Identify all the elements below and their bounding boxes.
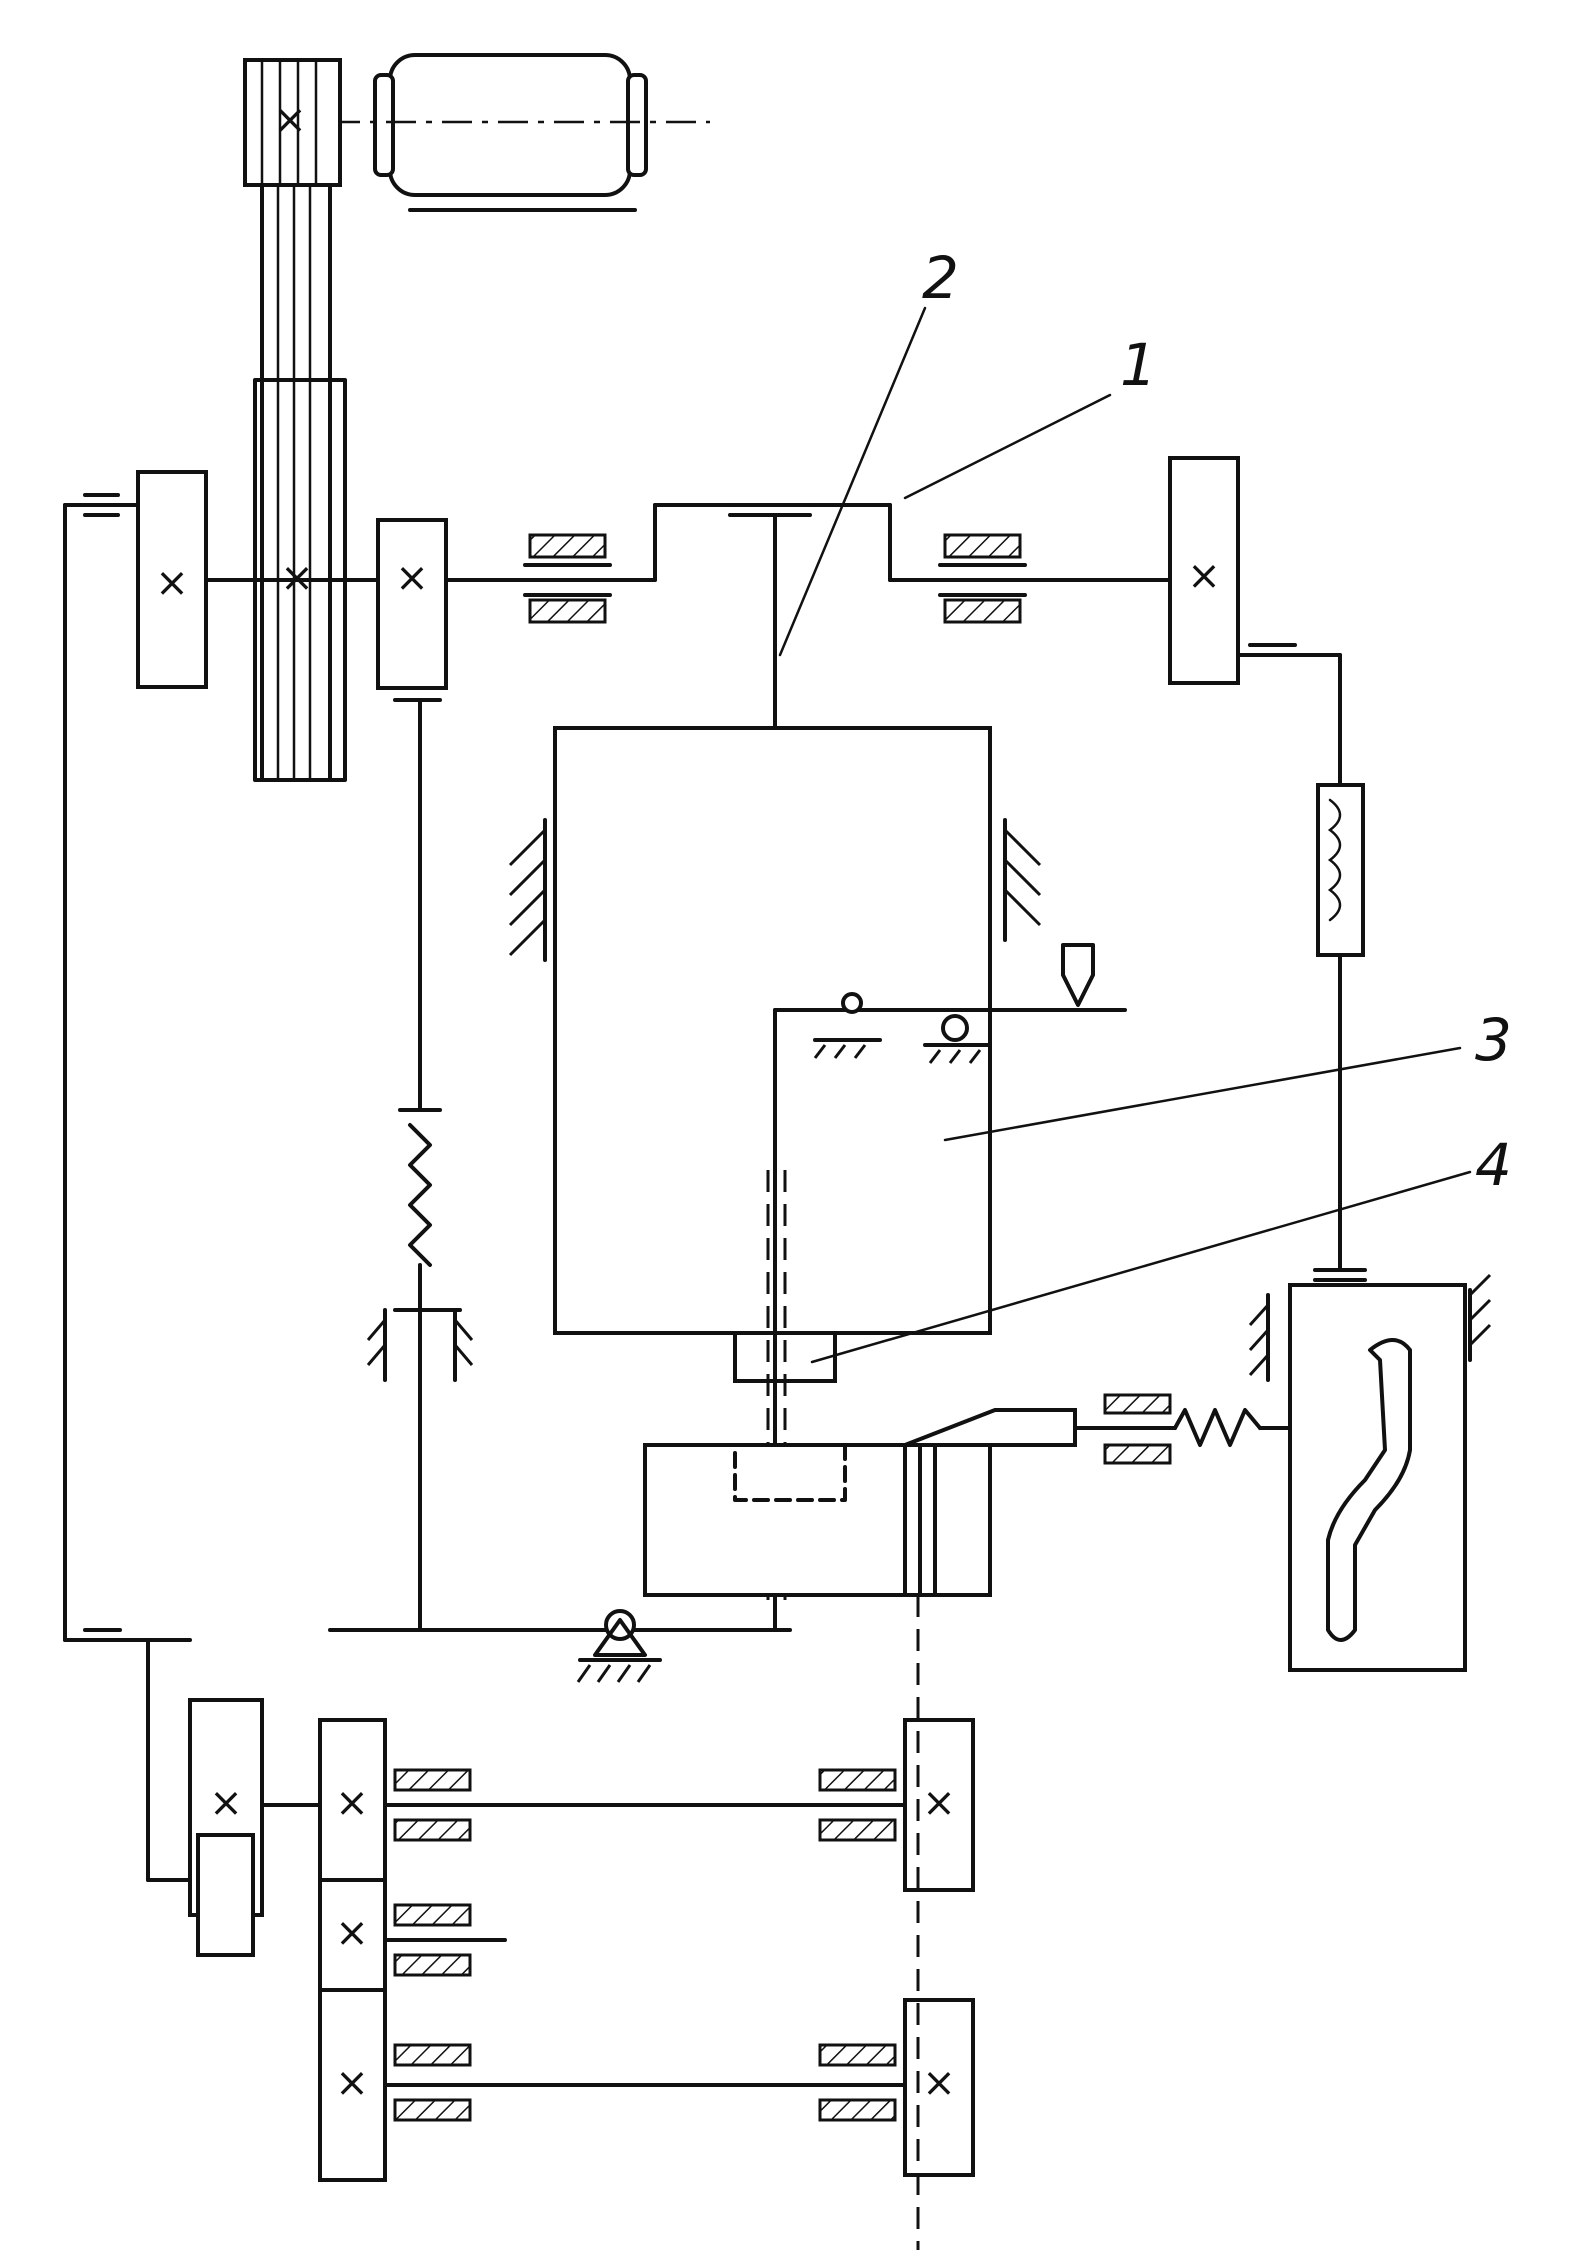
die-block — [645, 1410, 1075, 1595]
spring-icon — [1175, 1410, 1260, 1445]
svg-text:×: × — [922, 2060, 956, 2106]
pivot-icon — [943, 1016, 967, 1040]
callout-label-2: 2 — [922, 244, 959, 312]
svg-text:×: × — [335, 1910, 369, 1956]
right-vertical-shaft — [1238, 645, 1365, 1280]
svg-text:×: × — [335, 2060, 369, 2106]
left-spring-rod — [368, 700, 472, 1630]
svg-text:×: × — [395, 555, 429, 601]
callout-label-3: 3 — [1475, 1006, 1512, 1074]
electric-motor-icon — [330, 55, 710, 210]
gear-icon — [378, 520, 446, 688]
callout-label-4: 4 — [1475, 1131, 1512, 1199]
bottom-lever — [330, 1611, 790, 1682]
svg-text:×: × — [1187, 553, 1221, 599]
spring-icon — [410, 1125, 430, 1265]
callout-label-1: 1 — [1120, 331, 1157, 399]
svg-text:×: × — [922, 1780, 956, 1826]
svg-text:×: × — [273, 97, 307, 143]
lower-gear-train: × × × × × × — [190, 1700, 973, 2180]
svg-text:×: × — [155, 560, 189, 606]
cam-slot-icon — [1250, 1275, 1490, 1670]
svg-text:×: × — [209, 1780, 243, 1826]
belt-drive-icon: × × — [245, 60, 345, 780]
pivot-icon — [843, 994, 861, 1012]
press-slide-body — [555, 728, 990, 1381]
left-connecting-linkage — [65, 495, 190, 1880]
svg-text:×: × — [335, 1780, 369, 1826]
